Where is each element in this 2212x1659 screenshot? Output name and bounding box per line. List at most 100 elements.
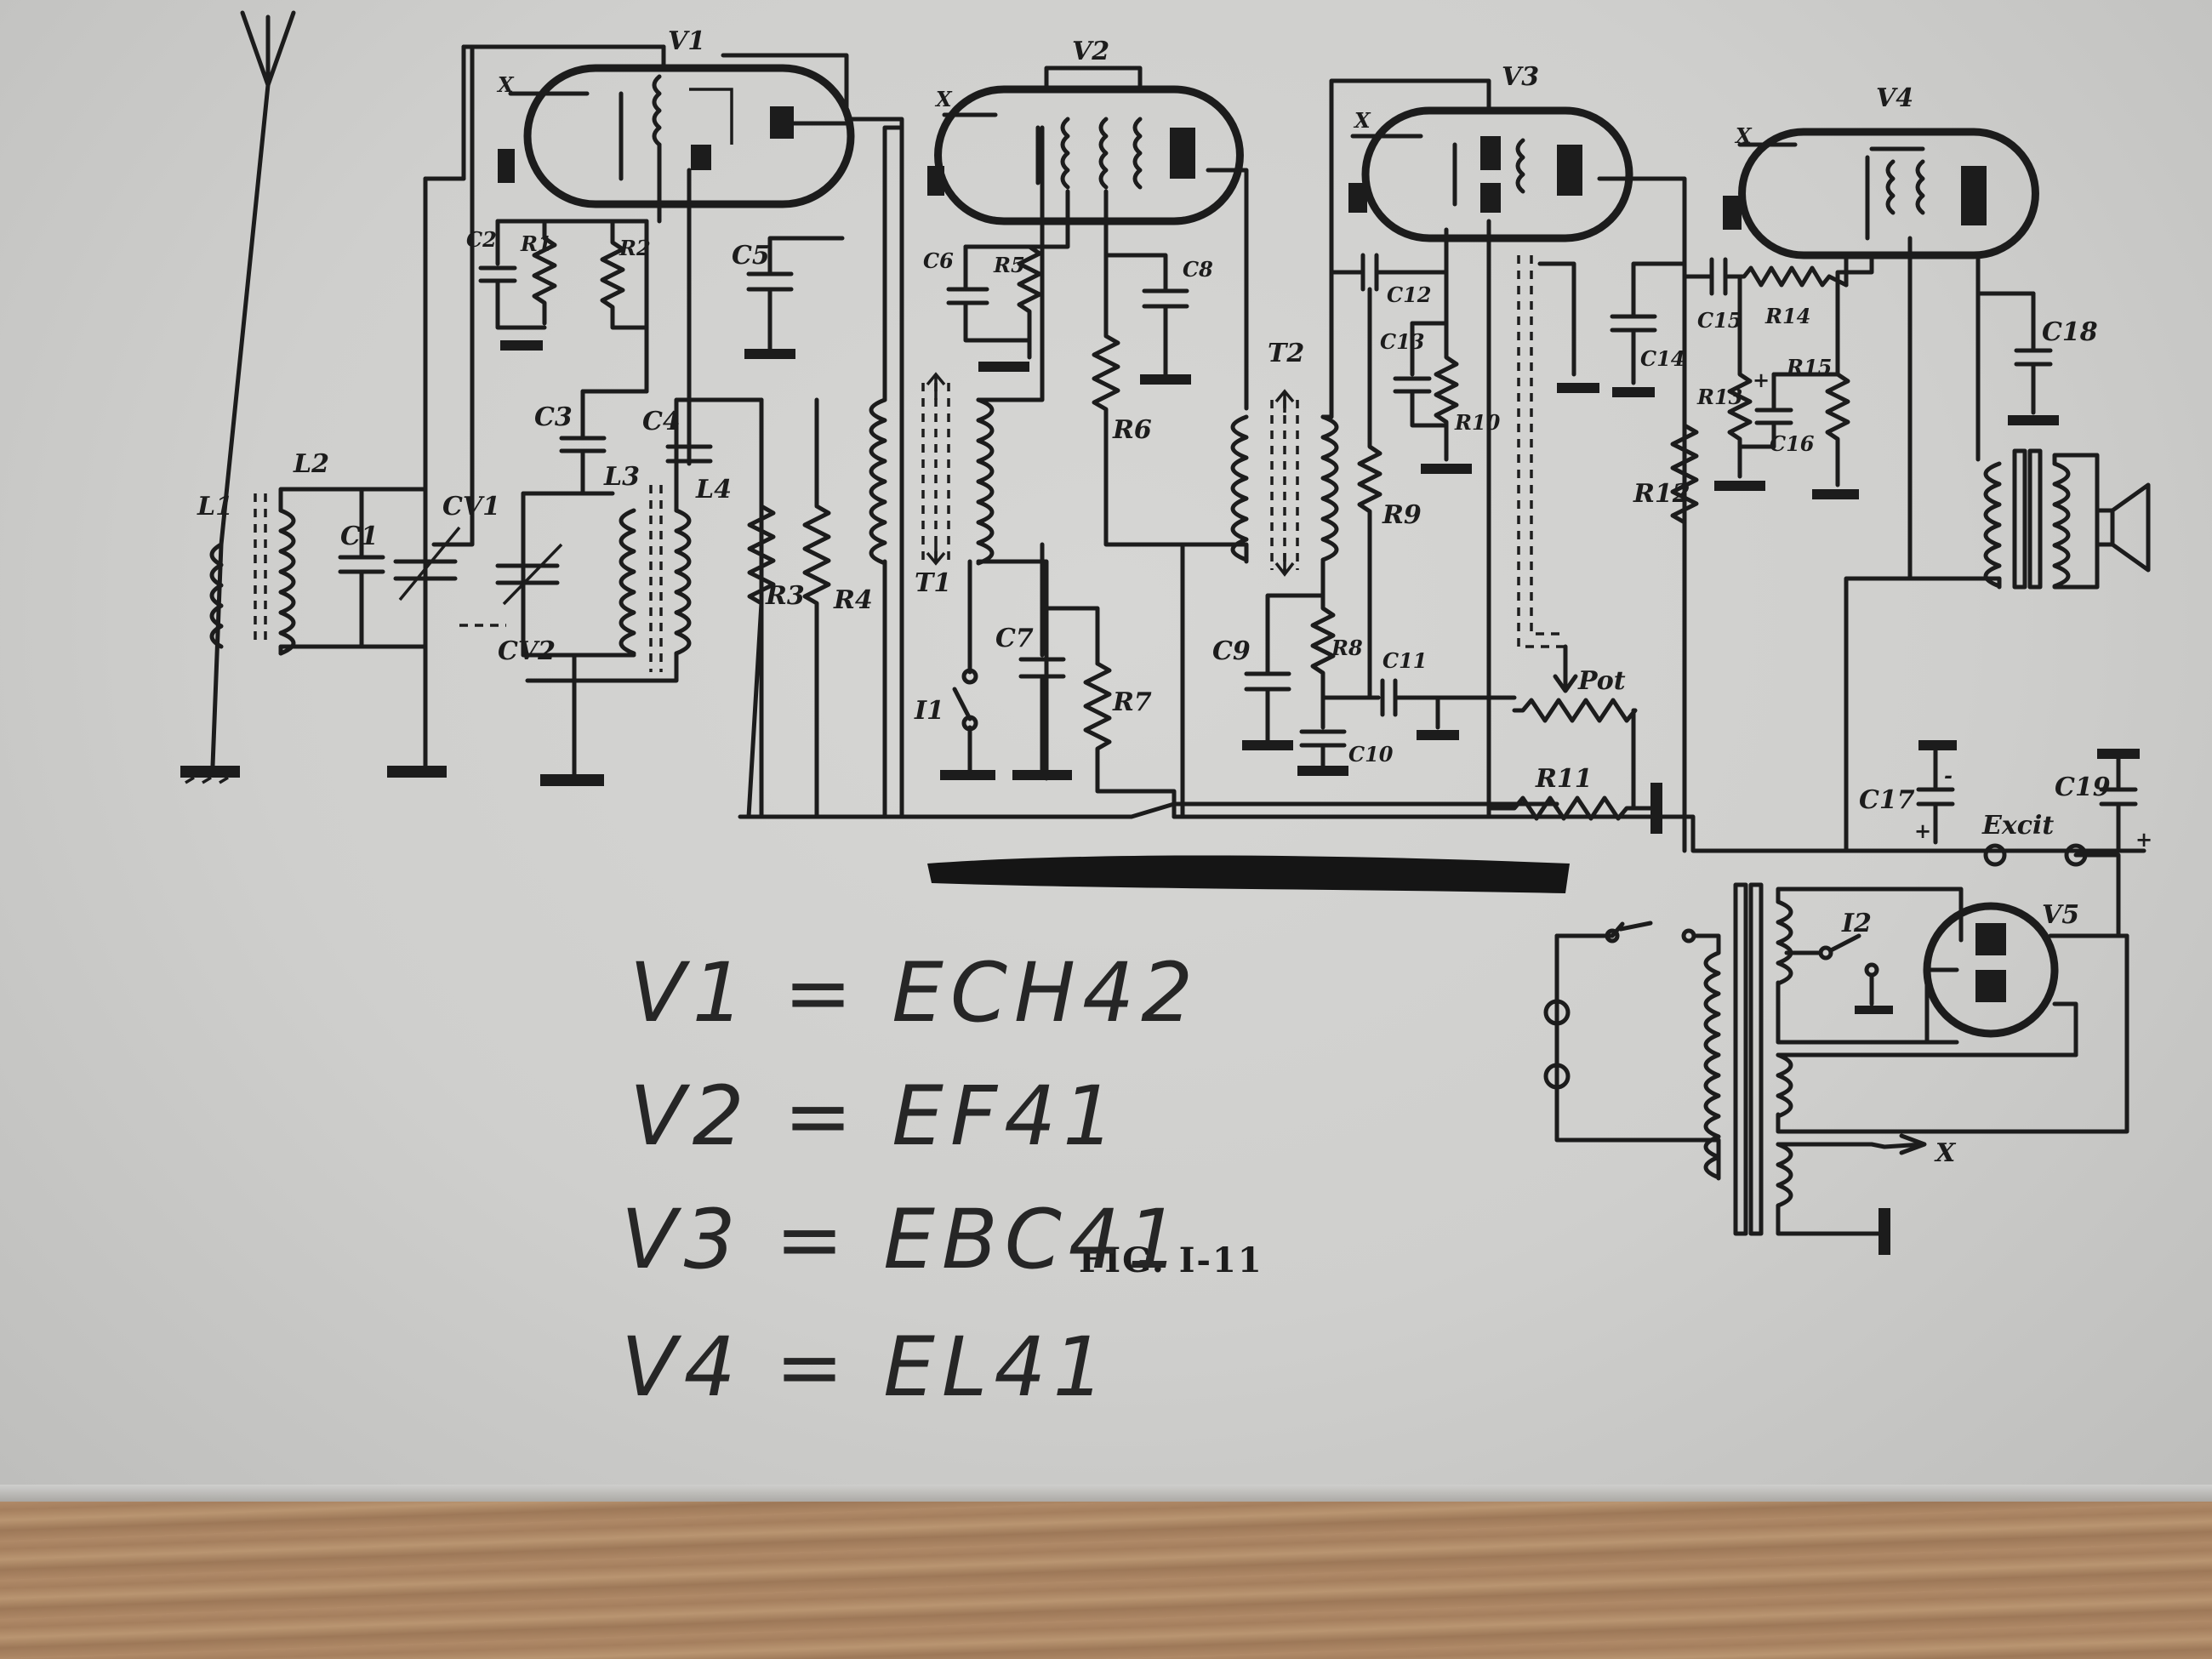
capacitor-c19 xyxy=(2097,749,2140,853)
label-l2: L2 xyxy=(293,449,329,479)
label-v5: V5 xyxy=(2042,900,2079,930)
potentiometer xyxy=(1512,255,1638,811)
power-transformer xyxy=(1543,882,2129,1255)
capacitor-c10 xyxy=(1297,729,1348,776)
label-c1: C1 xyxy=(340,522,379,551)
resistor-r2 xyxy=(600,219,649,330)
label-r13: R13 xyxy=(1696,385,1742,409)
capacitor-c13 xyxy=(1393,321,1449,428)
label-i1: I1 xyxy=(914,696,944,726)
resistor-r11 xyxy=(1486,783,1662,834)
label-x-v2: X xyxy=(934,87,953,111)
resistor-r14 xyxy=(1723,265,1849,288)
label-c5: C5 xyxy=(732,241,770,271)
label-r5: R5 xyxy=(993,253,1025,277)
label-c15: C15 xyxy=(1697,308,1742,333)
label-c17-minus: - xyxy=(1944,763,1953,788)
resistor-r3 xyxy=(746,397,776,819)
label-t2: T2 xyxy=(1268,339,1304,368)
label-v3: V3 xyxy=(1502,62,1539,92)
resistor-r6 xyxy=(1092,189,1185,819)
label-x-v3: X xyxy=(1353,108,1371,133)
label-c17: C17 xyxy=(1859,785,1915,815)
resistor-r10 xyxy=(1421,270,1472,474)
capacitor-c17 xyxy=(1916,740,1957,845)
capacitor-c4 xyxy=(665,168,713,466)
antenna-icon xyxy=(180,10,296,784)
resistor-r7 xyxy=(1083,661,1177,819)
label-c2: C2 xyxy=(466,227,497,252)
capacitor-c18 xyxy=(1975,291,2059,425)
resistor-r12 xyxy=(1670,423,1699,525)
label-c11: C11 xyxy=(1382,648,1428,673)
note-v3: V3 = EBC41 xyxy=(621,1192,1186,1287)
capacitor-c1 xyxy=(338,487,385,649)
label-i2: I2 xyxy=(1841,909,1872,938)
label-r3: R3 xyxy=(765,581,805,611)
label-c19: C19 xyxy=(2055,772,2111,802)
label-v1: V1 xyxy=(668,26,705,56)
label-r10: R10 xyxy=(1454,410,1501,435)
figure-caption: FIG. I-11 xyxy=(1079,1240,1263,1280)
label-v4: V4 xyxy=(1876,83,1913,113)
capacitor-c16 xyxy=(1737,372,1840,449)
label-c18: C18 xyxy=(2042,317,2098,347)
capacitor-c5 xyxy=(744,236,845,359)
label-c4: C4 xyxy=(642,407,681,436)
label-t1: T1 xyxy=(915,568,951,598)
ground-bus xyxy=(738,801,1559,819)
label-x-v4: X xyxy=(1734,123,1753,148)
tube-v5 xyxy=(1923,902,2129,1058)
label-r4: R4 xyxy=(833,585,873,615)
label-r15: R15 xyxy=(1786,355,1832,379)
note-v4: V4 = EL41 xyxy=(621,1320,1112,1415)
resistor-r4 xyxy=(802,397,831,819)
label-r1: R1 xyxy=(520,231,552,256)
label-c19-plus: + xyxy=(2135,827,2152,852)
capacitor-c15 xyxy=(1682,257,1728,296)
resistor-r13 xyxy=(1714,274,1765,491)
label-c8: C8 xyxy=(1183,257,1213,282)
label-r2: R2 xyxy=(619,236,651,260)
capacitor-c12 xyxy=(1329,253,1449,292)
capacitor-c8 xyxy=(1103,253,1191,385)
tube-v3 xyxy=(1333,78,1687,853)
tube-v4 xyxy=(1723,128,2039,581)
label-l1: L1 xyxy=(197,492,233,522)
label-c12: C12 xyxy=(1387,282,1432,307)
output-transformer xyxy=(1844,291,2100,853)
variable-capacitor-cv2 xyxy=(495,491,636,786)
excitation-terminals xyxy=(1983,843,2121,938)
label-c7: C7 xyxy=(995,624,1034,653)
hv-bus xyxy=(1172,814,2146,853)
coil-l3-l4 xyxy=(525,397,764,819)
label-excit: Excit xyxy=(1981,811,2054,841)
label-r9: R9 xyxy=(1382,500,1422,530)
label-pot: Pot xyxy=(1577,666,1626,696)
capacitor-c11 xyxy=(1320,678,1517,740)
label-r6: R6 xyxy=(1112,415,1152,445)
capacitor-c6 xyxy=(946,244,1032,343)
label-r11: R11 xyxy=(1535,764,1593,794)
speaker-icon xyxy=(2095,482,2151,573)
label-cv2: CV2 xyxy=(498,636,556,666)
resistor-r1 xyxy=(532,219,557,326)
label-r7: R7 xyxy=(1112,687,1152,717)
label-x-power: X xyxy=(1934,1138,1957,1168)
switch-i2 xyxy=(1784,933,1893,1014)
note-v1: V1 = ECH42 xyxy=(630,945,1200,1040)
redaction-mark xyxy=(927,855,1570,893)
wooden-table xyxy=(0,1502,2212,1659)
label-c16-plus: + xyxy=(1753,368,1770,392)
resistor-r15 xyxy=(1812,338,1859,499)
resistor-r5 xyxy=(978,244,1042,372)
coil-l1-l2 xyxy=(209,487,428,656)
label-c17-plus: + xyxy=(1914,818,1931,843)
label-r14: R14 xyxy=(1764,304,1810,328)
capacitor-c14 xyxy=(1537,261,1687,397)
label-c13: C13 xyxy=(1380,329,1425,354)
transformer-t2 xyxy=(1180,78,1339,598)
capacitor-c7 xyxy=(1012,542,1100,780)
label-c16: C16 xyxy=(1770,431,1815,456)
